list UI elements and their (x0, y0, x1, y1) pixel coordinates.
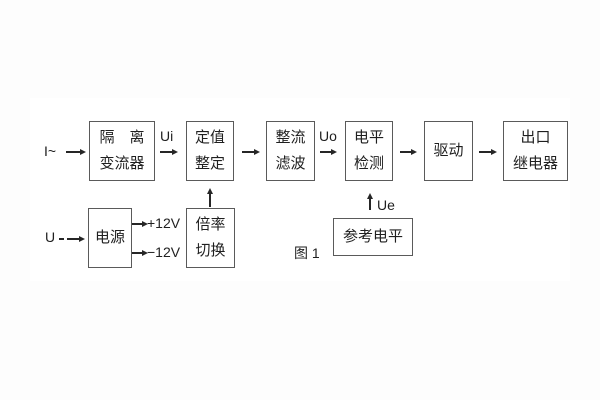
block-reference-level: 参考电平 (333, 218, 413, 256)
arrow-voltage-to-power (67, 238, 79, 240)
block-rectify-filter-line2: 滤波 (275, 155, 306, 172)
block-setpoint-setting: 定值 整定 (186, 121, 234, 181)
connector-voltage-dash (59, 238, 64, 240)
arrow-level-to-drive (400, 151, 411, 153)
label-plus-12v: +12V (147, 215, 181, 231)
arrow-multiplier-to-setting (209, 194, 211, 207)
figure-caption: 图 1 (294, 245, 320, 261)
arrow-setting-to-rectifier (242, 151, 254, 153)
block-drive: 驱动 (424, 121, 473, 181)
block-output-relay-line1: 出口 (520, 129, 551, 146)
block-level-detection-line1: 电平 (353, 129, 384, 146)
block-isolation-transformer-line1: 隔 离 (99, 129, 145, 146)
arrow-power-minus12v (132, 252, 142, 254)
block-power-supply-line1: 电源 (94, 229, 125, 246)
arrow-power-plus12v (132, 223, 142, 225)
block-drive-line1: 驱动 (433, 142, 464, 159)
arrow-drive-to-output-relay (479, 151, 491, 153)
block-setpoint-setting-line1: 定值 (194, 129, 225, 146)
label-input-voltage: U (45, 229, 56, 245)
block-multiplier-switch: 倍率 切换 (186, 208, 235, 268)
block-isolation-transformer: 隔 离 变流器 (89, 121, 155, 181)
block-isolation-transformer-line2: 变流器 (99, 155, 145, 172)
arrow-current-to-isolation (66, 151, 80, 153)
block-setpoint-setting-line2: 整定 (194, 155, 225, 172)
block-level-detection: 电平 检测 (345, 121, 393, 181)
label-signal-uo: Uo (319, 128, 337, 144)
block-level-detection-line2: 检测 (353, 155, 384, 172)
label-signal-ue: Ue (377, 197, 395, 213)
arrow-rectifier-to-level (320, 151, 331, 153)
label-signal-ui: Ui (160, 128, 174, 144)
arrow-isolation-to-setting (160, 151, 172, 153)
block-reference-level-line1: 参考电平 (342, 228, 403, 245)
block-rectify-filter-line1: 整流 (275, 129, 306, 146)
block-multiplier-switch-line1: 倍率 (195, 216, 226, 233)
block-output-relay: 出口 继电器 (503, 121, 568, 181)
label-input-current: I~ (44, 143, 57, 159)
arrow-reference-to-level (369, 199, 371, 210)
block-output-relay-line2: 继电器 (512, 155, 558, 172)
block-rectify-filter: 整流 滤波 (266, 121, 315, 181)
label-minus-12v: −12V (147, 244, 181, 260)
block-multiplier-switch-line2: 切换 (195, 242, 226, 259)
block-power-supply: 电源 (88, 208, 132, 268)
